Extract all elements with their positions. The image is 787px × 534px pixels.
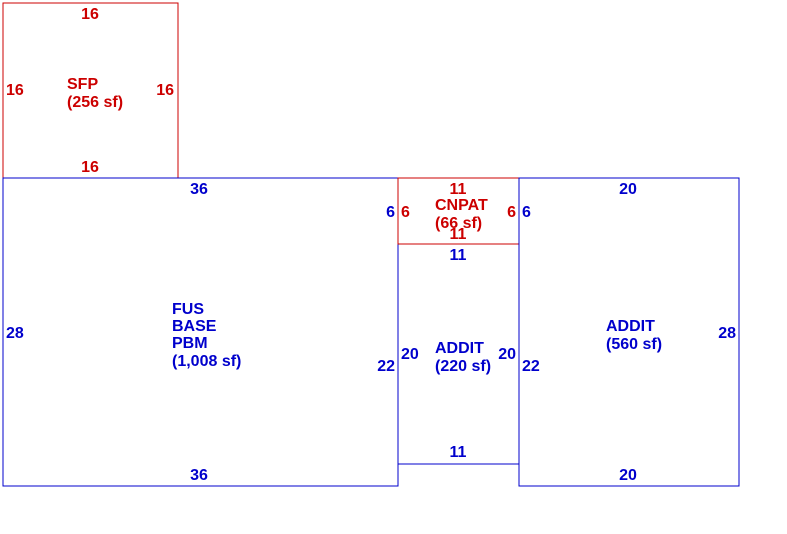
dim-cnpat-top: 11 — [450, 181, 467, 198]
dim-main-top: 36 — [190, 181, 208, 198]
area-cnpat-name: CNPAT — [435, 197, 488, 214]
dim-sfp-left: 16 — [6, 82, 24, 99]
area-main-line-1: FUS — [172, 301, 204, 318]
area-addit-mid-size: (220 sf) — [435, 358, 491, 375]
dim-addit-mid-right: 20 — [498, 346, 516, 363]
area-sfp-name: SFP — [67, 76, 98, 93]
dim-addit-right-left: 22 — [522, 358, 540, 375]
dim-cnpat-right: 6 — [507, 204, 516, 221]
dim-addit-mid-bottom: 11 — [450, 444, 467, 461]
dim-cnpat-bottom: 11 — [450, 226, 467, 243]
dim-main-bottom: 36 — [190, 467, 208, 484]
area-main-line-2: BASE — [172, 318, 217, 335]
dim-sfp-top: 16 — [81, 6, 99, 23]
area-addit-right-name: ADDIT — [606, 318, 655, 335]
dim-addit-right-right: 28 — [718, 325, 736, 342]
area-addit-right-outline — [518, 177, 740, 487]
dim-addit-right-left-upper: 6 — [522, 204, 531, 221]
dim-addit-right-top: 20 — [619, 181, 637, 198]
dim-sfp-right: 16 — [156, 82, 174, 99]
area-addit-mid-name: ADDIT — [435, 340, 484, 357]
area-cnpat-size: (66 sf) — [435, 215, 482, 232]
area-main-size: (1,008 sf) — [172, 353, 241, 370]
dim-main-right: 22 — [377, 358, 395, 375]
dim-cnpat-left: 6 — [401, 204, 410, 221]
dim-addit-mid-top: 11 — [450, 247, 467, 264]
dim-main-right-upper: 6 — [386, 204, 395, 221]
dim-addit-right-bottom: 20 — [619, 467, 637, 484]
area-addit-right-size: (560 sf) — [606, 336, 662, 353]
dim-addit-mid-left: 20 — [401, 346, 419, 363]
area-main-line-3: PBM — [172, 335, 208, 352]
dim-sfp-bottom: 16 — [81, 159, 99, 176]
dim-main-left: 28 — [6, 325, 24, 342]
area-sfp-size: (256 sf) — [67, 94, 123, 111]
